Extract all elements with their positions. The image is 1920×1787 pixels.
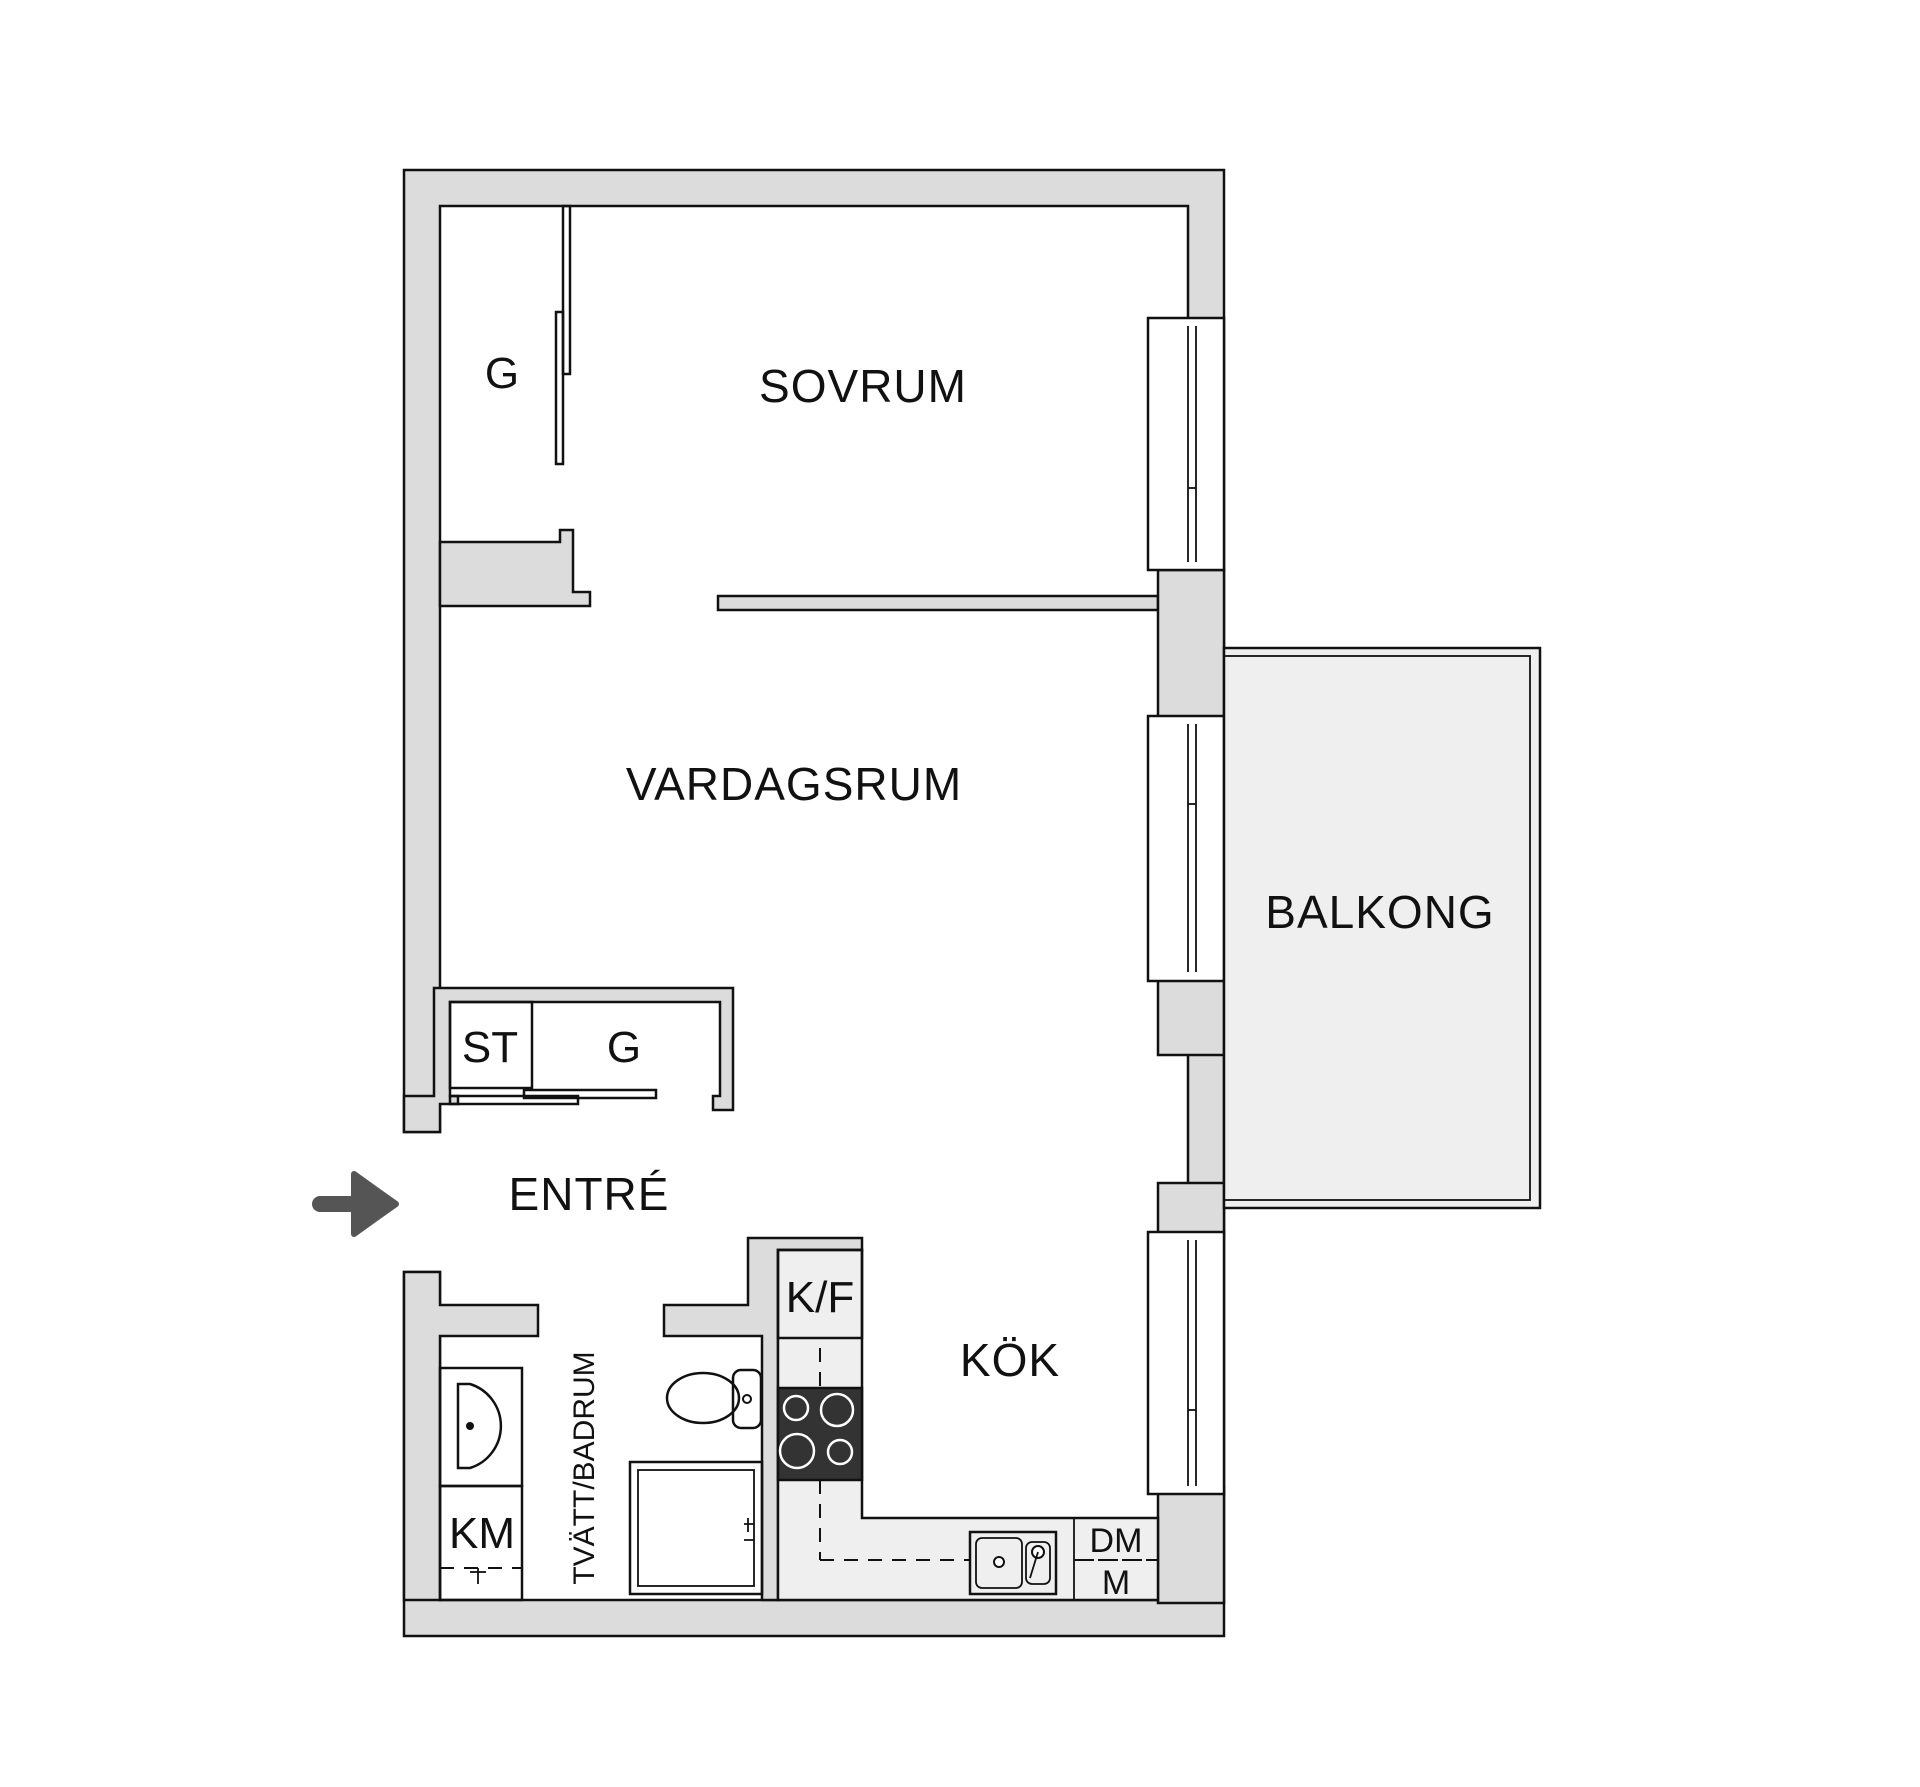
closet-wall (402, 986, 735, 1134)
window-kitchen (1146, 1230, 1226, 1496)
washer-label: KM (449, 1509, 515, 1558)
wall-pier (1156, 1486, 1226, 1605)
storage-box (448, 1000, 534, 1090)
stove-icon (776, 1386, 864, 1482)
dishwasher-label: M (1102, 1564, 1130, 1602)
room-label-badrum: TVÄTT/BADRUM (568, 1351, 601, 1584)
closet-sliding-door (448, 1088, 658, 1106)
closet-sliding-door (554, 204, 572, 466)
bathroom-wall (402, 1270, 540, 1602)
wall-pier (1156, 973, 1226, 1057)
room-label-entre: ENTRÉ (509, 1168, 670, 1220)
room-label-kok: KÖK (960, 1334, 1060, 1386)
closet-label-hall: G (607, 1023, 641, 1072)
room-label-sovrum: SOVRUM (759, 360, 967, 412)
window-living (1146, 714, 1226, 983)
kitchen-sink-icon (968, 1530, 1058, 1596)
storage-label: ST (462, 1023, 518, 1072)
room-label-balkong: BALKONG (1265, 886, 1494, 938)
entrance-arrow-icon (312, 1171, 399, 1237)
washer-box (438, 1484, 524, 1602)
fridge-label: K/F (786, 1273, 854, 1322)
shower-icon (628, 1460, 764, 1596)
closet-label-bedroom: G (485, 349, 519, 398)
interior-wall (438, 528, 592, 608)
balcony (1222, 646, 1542, 1210)
dishwasher-label: DM (1090, 1522, 1143, 1560)
interior-wall (716, 594, 1160, 612)
dishwasher-box (1073, 1518, 1158, 1600)
toilet-icon (665, 1368, 763, 1430)
window-bedroom (1146, 316, 1226, 572)
wall-pier (1156, 1181, 1226, 1240)
sink-icon (438, 1366, 524, 1488)
wall-pier (1156, 568, 1226, 727)
room-label-vardagsrum: VARDAGSRUM (626, 758, 962, 810)
fridge-box (776, 1248, 864, 1340)
